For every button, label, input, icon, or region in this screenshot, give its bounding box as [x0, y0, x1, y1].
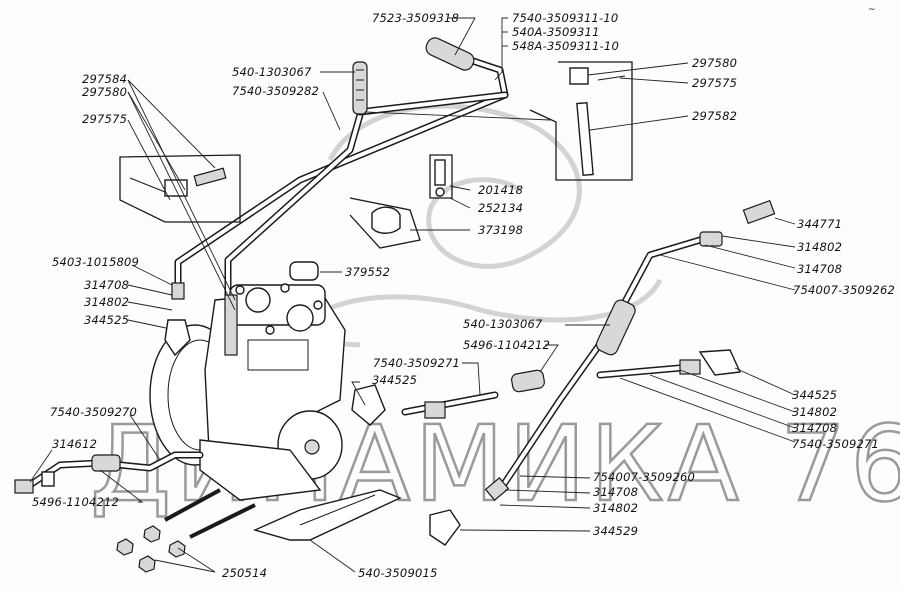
label-252134: 252134 [478, 201, 523, 215]
pipe-754007-3509262 [484, 199, 776, 501]
label-201418: 201418 [478, 183, 523, 197]
label-540-1303067-top: 540-1303067 [232, 65, 312, 79]
label-7540-3509311-10: 7540-3509311-10 [512, 11, 618, 25]
inset-clip-left [119, 154, 241, 223]
label-297575-left: 297575 [82, 112, 127, 126]
label-540A-3509311: 540А-3509311 [512, 25, 600, 39]
inset-clip-right [529, 61, 633, 181]
label-344525-center: 344525 [372, 373, 417, 387]
label-548A-3509311-10: 548А-3509311-10 [512, 39, 619, 53]
pipe-7540-3509270 [14, 451, 204, 494]
pipe-7540-3509271-center [351, 369, 545, 426]
label-7540-3509271-right: 7540-3509271 [792, 437, 879, 451]
label-314708-upper-right: 314708 [797, 262, 842, 276]
fittings-left [164, 261, 319, 357]
label-5496-1104212-mid: 5496-1104212 [463, 338, 550, 352]
leader-lines [29, 17, 796, 573]
label-754007-3509260: 754007-3509260 [593, 470, 695, 484]
pipe-7540-3509271-right [596, 349, 742, 379]
label-540-3509015: 540-3509015 [358, 566, 438, 580]
label-250514: 250514 [222, 566, 267, 580]
label-7540-3509282: 7540-3509282 [232, 84, 319, 98]
inset-bracket-center [349, 154, 453, 249]
hose-540-1303067-top [352, 61, 368, 115]
air-pipe-7540-3509282 [174, 56, 509, 304]
corner-mark: ~ [868, 5, 876, 15]
label-314802-upper-right: 314802 [797, 240, 842, 254]
label-379552: 379552 [345, 265, 390, 279]
label-754007-3509262: 754007-3509262 [793, 283, 895, 297]
label-297582: 297582 [692, 109, 737, 123]
label-7523-3509318: 7523-3509318 [372, 11, 459, 25]
label-314708-bottom: 314708 [593, 485, 638, 499]
label-5403-1015809: 5403-1015809 [52, 255, 139, 269]
label-314612: 314612 [52, 437, 97, 451]
label-7540-3509271-center: 7540-3509271 [373, 356, 460, 370]
label-297584: 297584 [82, 72, 127, 86]
label-314802-bottom: 314802 [593, 501, 638, 515]
label-540-1303067-mid: 540-1303067 [463, 317, 543, 331]
hose-7523-3509318 [425, 37, 475, 71]
label-297580-right: 297580 [692, 56, 737, 70]
part-labels: 7523-3509318 7540-3509311-10 540А-350931… [32, 11, 895, 580]
label-373198: 373198 [478, 223, 523, 237]
compressor [149, 283, 346, 501]
label-344529: 344529 [593, 524, 638, 538]
studs-and-nuts [116, 488, 256, 573]
label-297575-right: 297575 [692, 76, 737, 90]
label-314708-right: 314708 [792, 421, 837, 435]
elbow-344529 [429, 509, 461, 546]
label-314802-left: 314802 [84, 295, 129, 309]
label-314802-right: 314802 [792, 405, 837, 419]
label-344525-right: 344525 [792, 388, 837, 402]
label-314708-left: 314708 [84, 278, 129, 292]
label-5496-1104212-left: 5496-1104212 [32, 495, 119, 509]
label-297580-left: 297580 [82, 85, 127, 99]
label-344525-left: 344525 [84, 313, 129, 327]
label-344771: 344771 [797, 217, 842, 231]
base-plate [252, 489, 402, 541]
label-7540-3509270: 7540-3509270 [50, 405, 137, 419]
